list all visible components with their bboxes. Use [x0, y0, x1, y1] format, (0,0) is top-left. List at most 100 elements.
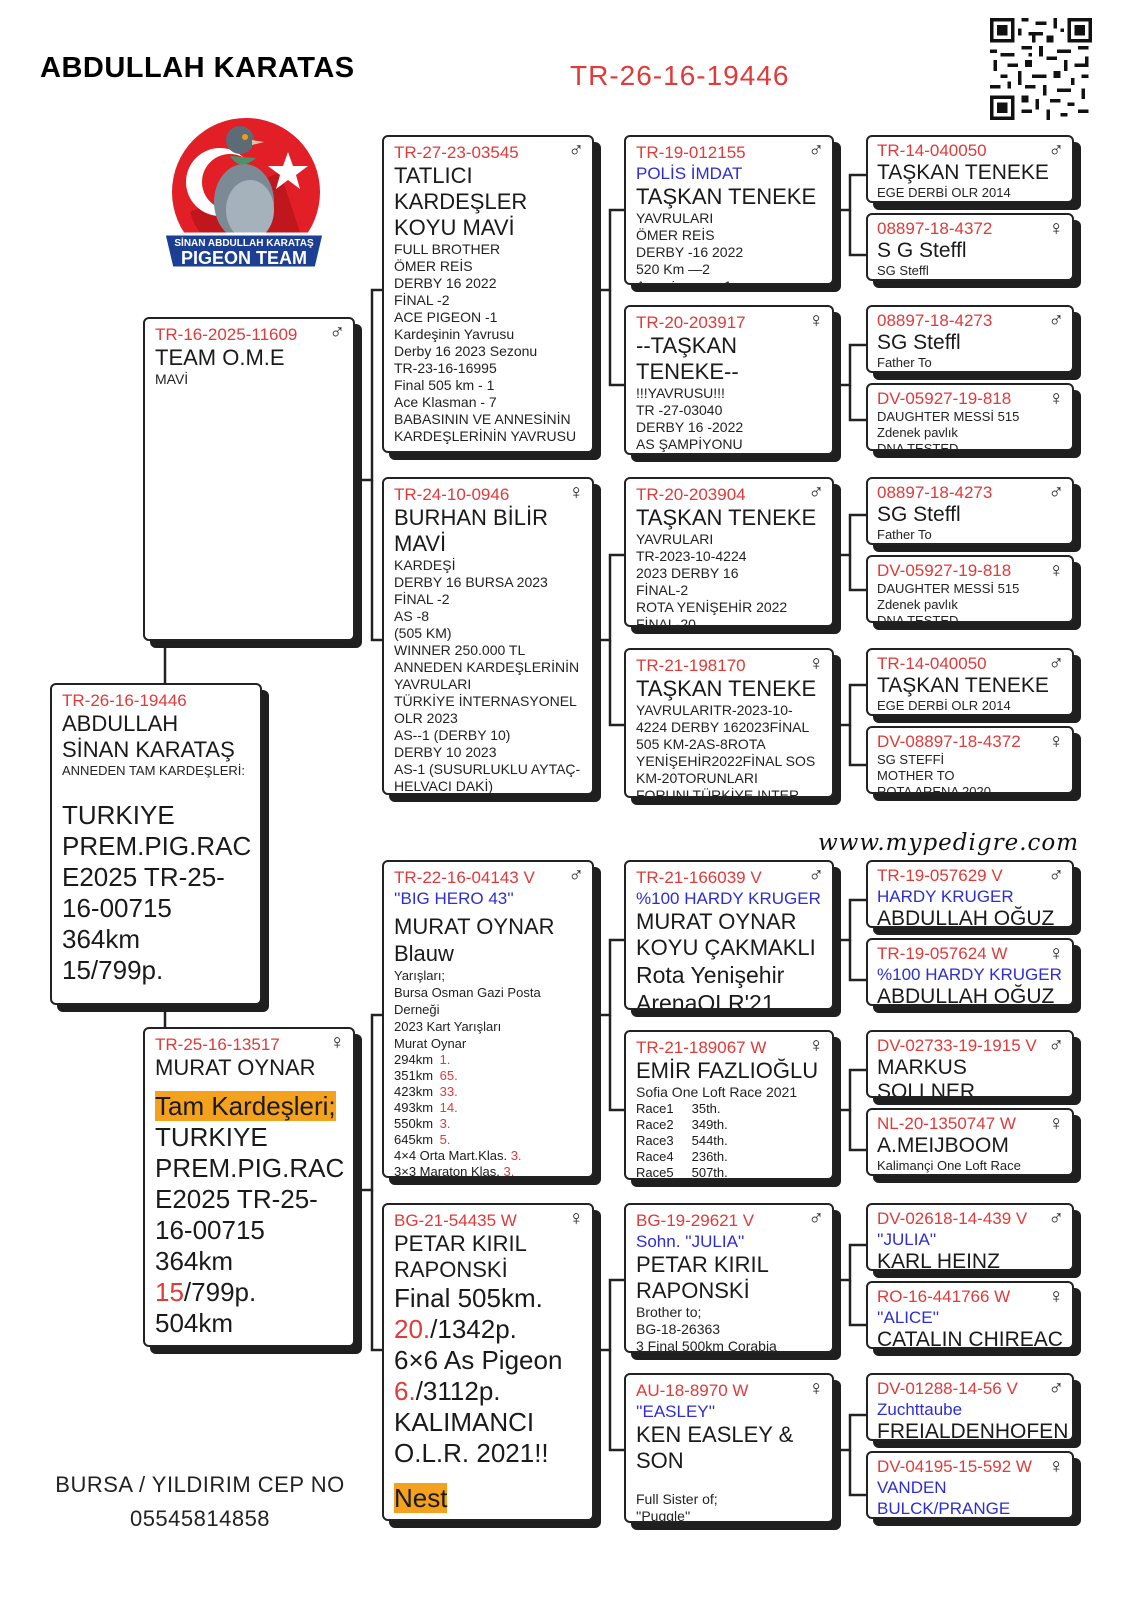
female-icon: ♀ [1048, 559, 1064, 582]
gen4-ring: DV-04195-15-592 W [877, 1457, 1032, 1476]
gen4-ring: TR-19-057629 V [877, 866, 1003, 885]
gen3-card-6[interactable]: TR-21-189067 W ♀ EMİR FAZLIOĞLU Sofia On… [624, 1030, 834, 1180]
gen3-3-info: YAVRULARI TR-2023-10-4224 2023 DERBY 16 … [636, 531, 788, 627]
male-icon: ♂ [1048, 139, 1064, 162]
race-rank: 14. [436, 1100, 458, 1115]
gen4-name: TAŞKAN TENEKE [877, 674, 1049, 697]
gen4-name: ABDULLAH OĞUZ [877, 985, 1055, 1006]
male-icon: ♂ [808, 481, 824, 504]
gen4-card-13[interactable]: DV-02618-14-439 V♂''JULIA''KARL HEINZ [866, 1203, 1074, 1271]
race-rank: 65. [436, 1068, 458, 1083]
subject-card[interactable]: TR-26-16-19446 ABDULLAH SİNAN KARATAŞ AN… [50, 683, 262, 1005]
dam-card[interactable]: TR-25-16-13517 ♀ MURAT OYNAR Tam Kardeşl… [143, 1027, 355, 1347]
gen4-info: SG Steffl Mother To [877, 263, 929, 278]
male-icon: ♂ [1048, 652, 1064, 675]
race-result-row: 351km 65. [394, 1068, 582, 1084]
qr-code[interactable] [990, 18, 1092, 120]
gen2-4-result-a: Final 505km. [394, 1283, 543, 1313]
gen3-4-ring: TR-21-198170 [636, 656, 746, 675]
gen3-2-info: !!!YAVRUSU!!! TR -27-03040 DERBY 16 -202… [636, 385, 744, 452]
gen3-3-ring: TR-20-203904 [636, 485, 746, 504]
race-distance: 351km [394, 1068, 434, 1083]
female-icon: ♀ [568, 1207, 584, 1230]
gen2-4-name: PETAR KIRIL RAPONSKİ [394, 1231, 527, 1282]
gen4-ring: 08897-18-4372 [877, 219, 993, 238]
race-distance: 3×3 Maraton Klas. [394, 1164, 500, 1178]
female-icon: ♀ [568, 481, 584, 504]
gen3-6-results: Race1 35th.Race2 349th.Race3 544th.Race4… [636, 1101, 822, 1180]
gen2-card-4[interactable]: BG-21-54435 W ♀ PETAR KIRIL RAPONSKİ Fin… [382, 1203, 594, 1521]
gen3-card-7[interactable]: BG-19-29621 V ♂ Sohn. ''JULIA'' PETAR KI… [624, 1203, 834, 1353]
male-icon: ♂ [808, 864, 824, 887]
gen4-card-11[interactable]: DV-02733-19-1915 V♂MARKUS SOLLNER [866, 1030, 1074, 1098]
female-icon: ♀ [1048, 217, 1064, 240]
gen3-card-4[interactable]: TR-21-198170 ♀ TAŞKAN TENEKE YAVRULARITR… [624, 648, 834, 798]
gen4-card-8[interactable]: DV-08897-18-4372♀SG STEFFİ MOTHER TO ROT… [866, 726, 1074, 794]
subject-details: TURKIYE PREM.PIG.RAC E2025 TR-25-16-0071… [62, 800, 252, 985]
female-icon: ♀ [329, 1031, 345, 1054]
gen3-card-3[interactable]: TR-20-203904 ♂ TAŞKAN TENEKE YAVRULARI T… [624, 477, 834, 627]
gen2-3-ring: TR-22-16-04143 V [394, 868, 535, 887]
gen3-4-info: YAVRULARITR-2023-10-4224 DERBY 162023FİN… [636, 702, 816, 798]
female-icon: ♀ [808, 652, 824, 675]
gen2-4-nest: Nest [394, 1483, 448, 1513]
gen2-card-3[interactable]: TR-22-16-04143 V ♂ ''BIG HERO 43'' MURAT… [382, 860, 594, 1178]
sire-ring: TR-16-2025-11609 [155, 325, 298, 344]
gen3-card-5[interactable]: TR-21-166039 V ♂ %100 HARDY KRUGER MURAT… [624, 860, 834, 1010]
gen2-4-total-1: /1342p. [430, 1314, 517, 1344]
gen3-1-info: YAVRULARI ÖMER REİS DERBY -16 2022 520 K… [636, 210, 744, 283]
gen3-2-name: --TAŞKAN TENEKE-- [636, 333, 739, 384]
gen2-2-name: BURHAN BİLİR MAVİ [394, 505, 549, 556]
race-distance: Race5 [636, 1165, 674, 1180]
logo-text-bottom: PIGEON TEAM [181, 248, 307, 268]
gen4-name: TAŞKAN TENEKE [877, 161, 1049, 184]
gen4-ring: DV-05927-19-818 [877, 561, 1012, 580]
female-icon: ♀ [1048, 1285, 1064, 1308]
gen4-card-4[interactable]: DV-05927-19-818♀DAUGHTER MESSİ 515 Zdene… [866, 383, 1074, 451]
gen3-card-8[interactable]: AU-18-8970 W ♀ ''EASLEY'' KEN EASLEY & S… [624, 1373, 834, 1523]
gen2-1-info: FULL BROTHER ÖMER REİS DERBY 16 2022 FİN… [394, 241, 577, 444]
watermark: www.mypedigre.com [818, 830, 1080, 856]
gen2-1-ring: TR-27-23-03545 [394, 143, 519, 162]
gen2-2-ring: TR-24-10-0946 [394, 485, 510, 504]
sire-card[interactable]: TR-16-2025-11609 ♂ TEAM O.M.E MAVİ [143, 317, 355, 641]
gen3-2-ring: TR-20-203917 [636, 313, 746, 332]
gen4-ring: 08897-18-4273 [877, 311, 993, 330]
gen4-info: EGE DERBİ OLR 2014 12.FİNAL 451 KM [877, 185, 1011, 200]
race-rank: 3. [507, 1148, 522, 1163]
gen4-name: CATALIN CHIREAC [877, 1328, 1063, 1349]
gen3-4-name: TAŞKAN TENEKE [636, 676, 817, 701]
gen4-nick: VANDEN BULCK/PRANGE [877, 1478, 1011, 1518]
female-icon: ♀ [1048, 387, 1064, 410]
race-distance: Race1 [636, 1101, 674, 1116]
gen2-3-name: MURAT OYNAR Blauw [394, 914, 555, 966]
gen3-card-2[interactable]: TR-20-203917 ♀ --TAŞKAN TENEKE-- !!!YAVR… [624, 305, 834, 455]
gen4-nick: HARDY KRUGER [877, 887, 1014, 906]
gen2-card-2[interactable]: TR-24-10-0946 ♀ BURHAN BİLİR MAVİ KARDEŞ… [382, 477, 594, 795]
gen3-1-nick: POLİS İMDAT [636, 164, 743, 183]
gen4-info: Father To [877, 527, 932, 542]
gen4-card-14[interactable]: RO-16-441766 W♀''ALICE''CATALIN CHIREAC [866, 1281, 1074, 1349]
gen4-ring: DV-02618-14-439 V [877, 1209, 1028, 1228]
gen3-7-nick: Sohn. ''JULIA'' [636, 1232, 745, 1251]
gen4-card-6[interactable]: DV-05927-19-818♀DAUGHTER MESSİ 515 Zdene… [866, 555, 1074, 623]
dam-result-total: /799p. [183, 1277, 257, 1307]
race-rank: 3. [436, 1116, 451, 1131]
gen3-card-1[interactable]: TR-19-012155 ♂ POLİS İMDAT TAŞKAN TENEKE… [624, 135, 834, 285]
gen2-2-info: KARDEŞİ DERBY 16 BURSA 2023 FİNAL -2 AS … [394, 557, 581, 794]
dam-result-rank: 15 [155, 1277, 184, 1307]
gen4-card-16[interactable]: DV-04195-15-592 W♀VANDEN BULCK/PRANGE [866, 1451, 1074, 1519]
gen3-5-details: Rota Yenişehir ArenaOLR'21 [636, 962, 785, 1010]
gen4-ring: 08897-18-4273 [877, 483, 993, 502]
gen2-card-1[interactable]: TR-27-23-03545 ♂ TATLICI KARDEŞLER KOYU … [382, 135, 594, 453]
race-result-row: Race2 349th. [636, 1117, 822, 1133]
